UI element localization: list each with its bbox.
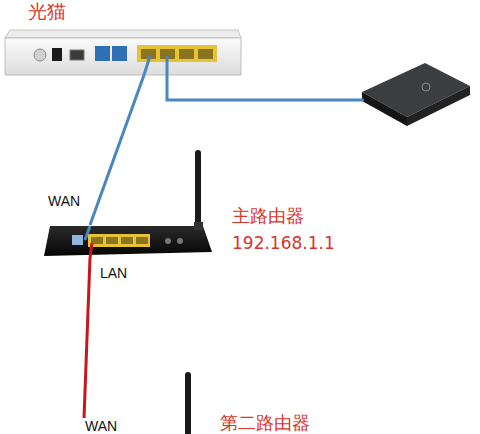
device-name: 第二路由器 (220, 413, 310, 433)
lan-port (91, 237, 103, 244)
lan-ports (88, 234, 150, 247)
port-label: WAN (85, 419, 117, 434)
device-node: 光猫 (5, 30, 241, 75)
device-name: 光猫 (28, 1, 66, 22)
network-cable (167, 56, 364, 100)
antenna (185, 372, 191, 434)
phone-port (95, 46, 110, 61)
settop-side (362, 92, 407, 126)
lan-port (106, 237, 118, 244)
lan-port (136, 237, 148, 244)
lan-port (198, 49, 213, 59)
router-body (44, 226, 212, 256)
network-cable (84, 258, 90, 418)
reset-button (177, 238, 183, 244)
power-jack (165, 238, 171, 244)
network-cable (90, 75, 144, 225)
device-name: 主路由器 (232, 206, 304, 226)
settop-logo (422, 83, 430, 91)
settop-side (407, 86, 470, 126)
modem-top (5, 30, 241, 38)
modem-button (34, 49, 46, 61)
antenna-base (194, 222, 203, 230)
network-cable (85, 226, 90, 240)
port-label: LAN (100, 266, 127, 281)
network-cable (90, 243, 92, 258)
port-label: WAN (48, 194, 80, 209)
lan-port (121, 237, 133, 244)
device-node: 主路由器192.168.1.1 (45, 225, 210, 258)
lan-port (179, 49, 194, 59)
usb-port (70, 50, 84, 60)
power-jack (52, 48, 62, 61)
modem-front (5, 38, 241, 75)
antenna (195, 150, 201, 230)
ip-address: 192.168.1.1 (232, 234, 335, 253)
phone-port (112, 46, 127, 61)
device-node: 第二路由器 (40, 418, 220, 434)
wan-port (72, 235, 83, 245)
network-cable (144, 56, 150, 75)
